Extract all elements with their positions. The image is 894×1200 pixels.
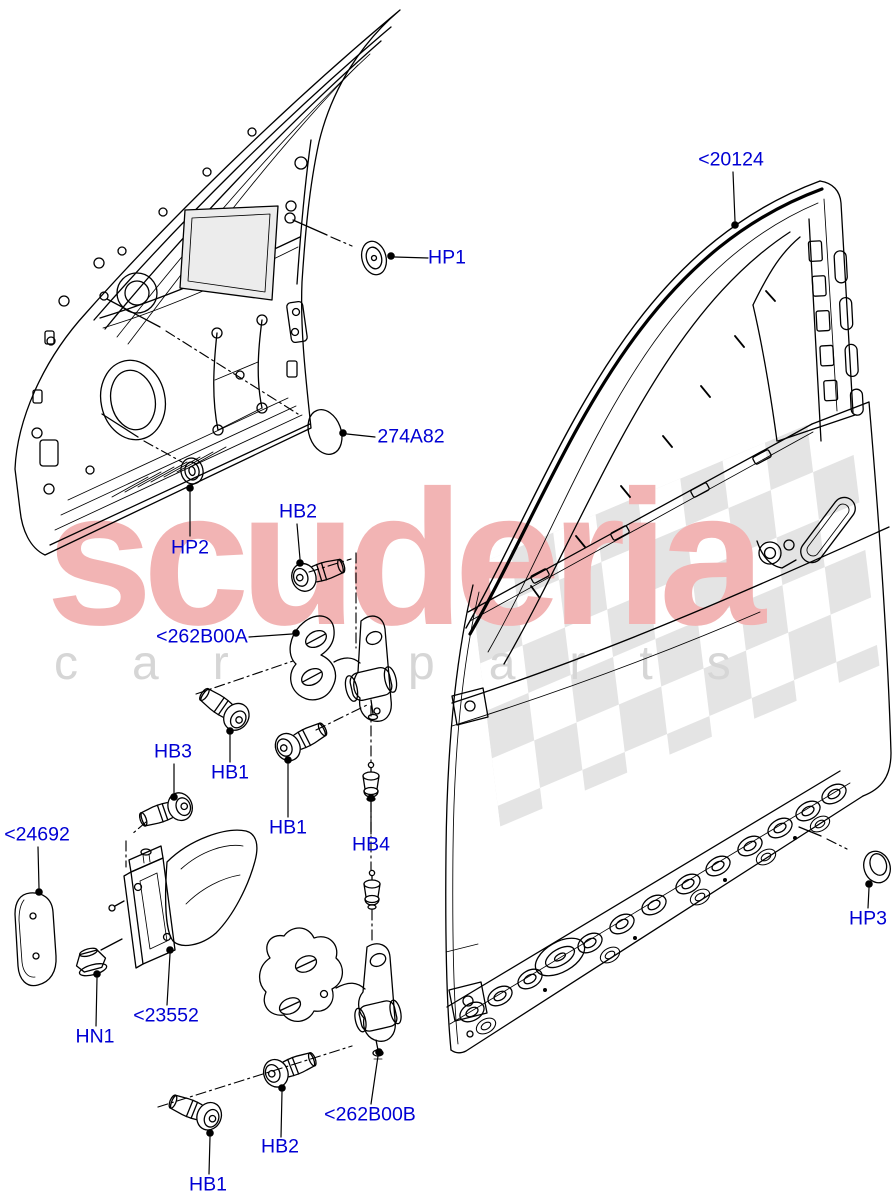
watermark-brand: scuderia — [46, 450, 766, 665]
part-label-hb2-upper[interactable]: HB2 — [279, 500, 317, 523]
watermark-tagline: car parts — [54, 637, 785, 690]
leader-lines — [35, 171, 873, 1175]
part-label-hb1-mid[interactable]: HB1 — [269, 816, 307, 839]
part-label-262b00b[interactable]: <262B00B — [324, 1103, 416, 1126]
part-label-20124[interactable]: <20124 — [698, 148, 764, 171]
lower-hinge-art — [259, 927, 402, 1060]
part-label-hp2[interactable]: HP2 — [171, 536, 209, 559]
part-label-hb4[interactable]: HB4 — [352, 833, 390, 856]
outer-door-panel-art — [445, 180, 892, 1054]
part-label-hb1-upper[interactable]: HB1 — [211, 761, 249, 784]
part-label-hp3[interactable]: HP3 — [849, 907, 887, 930]
inner-door-frame-art — [14, 9, 401, 556]
check-strap-art — [100, 829, 258, 969]
part-label-24692[interactable]: <24692 — [4, 823, 70, 846]
part-label-hb3[interactable]: HB3 — [154, 740, 192, 763]
check-strap-cover-art — [14, 892, 57, 987]
part-label-262b00a[interactable]: <262B00A — [156, 625, 248, 648]
assembly-lines — [125, 552, 373, 1108]
grommet-art — [180, 240, 891, 884]
part-label-hb1-bottom[interactable]: HB1 — [189, 1173, 227, 1196]
part-label-274a82[interactable]: 274A82 — [377, 425, 445, 448]
upper-hinge-art — [289, 615, 398, 722]
part-label-23552[interactable]: <23552 — [133, 1004, 199, 1027]
part-label-hb2-bottom[interactable]: HB2 — [261, 1135, 299, 1158]
part-label-hn1[interactable]: HN1 — [75, 1025, 115, 1048]
part-label-hp1[interactable]: HP1 — [428, 246, 466, 269]
hn1-nut — [75, 947, 108, 977]
